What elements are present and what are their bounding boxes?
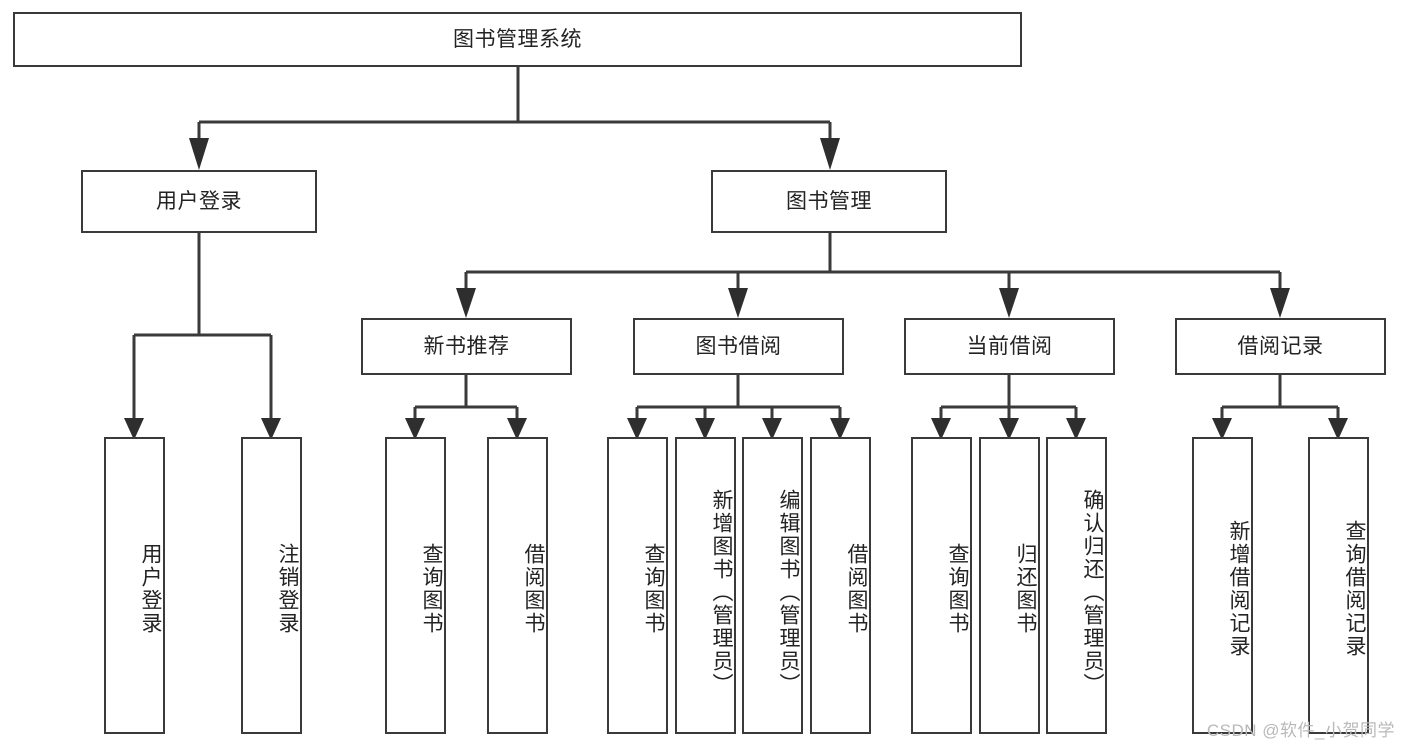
node-leaf-confirm-return-label: 确认归还（管理员） [1081,489,1104,696]
node-leaf-borrow-book-2-label: 借阅图书 [845,542,868,635]
node-root[interactable]: 图书管理系统 [13,12,1022,67]
node-current-borrow[interactable]: 当前借阅 [904,318,1115,375]
node-leaf-borrow-book-2[interactable]: 借阅图书 [810,437,871,734]
node-book-management[interactable]: 图书管理 [711,170,947,233]
node-book-management-label: 图书管理 [786,189,872,213]
node-leaf-query-book-1[interactable]: 查询图书 [385,437,446,734]
node-leaf-logout-login-label: 注销登录 [276,542,299,635]
node-leaf-query-book-1-label: 查询图书 [420,542,443,635]
node-leaf-return-book-label: 归还图书 [1014,542,1037,635]
node-leaf-add-record-label: 新增借阅记录 [1227,519,1250,658]
node-leaf-user-login-label: 用户登录 [139,542,162,635]
node-book-borrow[interactable]: 图书借阅 [633,318,844,375]
node-leaf-user-login[interactable]: 用户登录 [104,437,165,734]
node-leaf-query-book-2[interactable]: 查询图书 [607,437,668,734]
node-leaf-return-book[interactable]: 归还图书 [979,437,1040,734]
node-new-book-recommend[interactable]: 新书推荐 [361,318,572,375]
node-root-label: 图书管理系统 [453,27,582,51]
node-leaf-edit-book-label: 编辑图书（管理员） [777,489,800,696]
node-user-login[interactable]: 用户登录 [81,170,317,233]
node-leaf-borrow-book-1[interactable]: 借阅图书 [487,437,548,734]
node-current-borrow-label: 当前借阅 [966,334,1053,358]
node-leaf-query-record-label: 查询借阅记录 [1343,519,1366,658]
node-new-book-recommend-label: 新书推荐 [423,334,510,358]
node-leaf-add-book[interactable]: 新增图书（管理员） [675,437,736,734]
node-borrow-record-label: 借阅记录 [1237,334,1324,358]
node-leaf-logout-login[interactable]: 注销登录 [241,437,302,734]
node-leaf-query-book-2-label: 查询图书 [642,542,665,635]
node-leaf-borrow-book-1-label: 借阅图书 [522,542,545,635]
node-leaf-query-book-3[interactable]: 查询图书 [911,437,972,734]
node-leaf-edit-book[interactable]: 编辑图书（管理员） [742,437,803,734]
node-leaf-query-record[interactable]: 查询借阅记录 [1308,437,1369,734]
node-book-borrow-label: 图书借阅 [695,334,782,358]
node-leaf-add-record[interactable]: 新增借阅记录 [1192,437,1253,734]
node-borrow-record[interactable]: 借阅记录 [1175,318,1386,375]
node-leaf-confirm-return[interactable]: 确认归还（管理员） [1046,437,1107,734]
node-user-login-label: 用户登录 [156,189,242,213]
node-leaf-query-book-3-label: 查询图书 [946,542,969,635]
node-leaf-add-book-label: 新增图书（管理员） [710,489,733,696]
